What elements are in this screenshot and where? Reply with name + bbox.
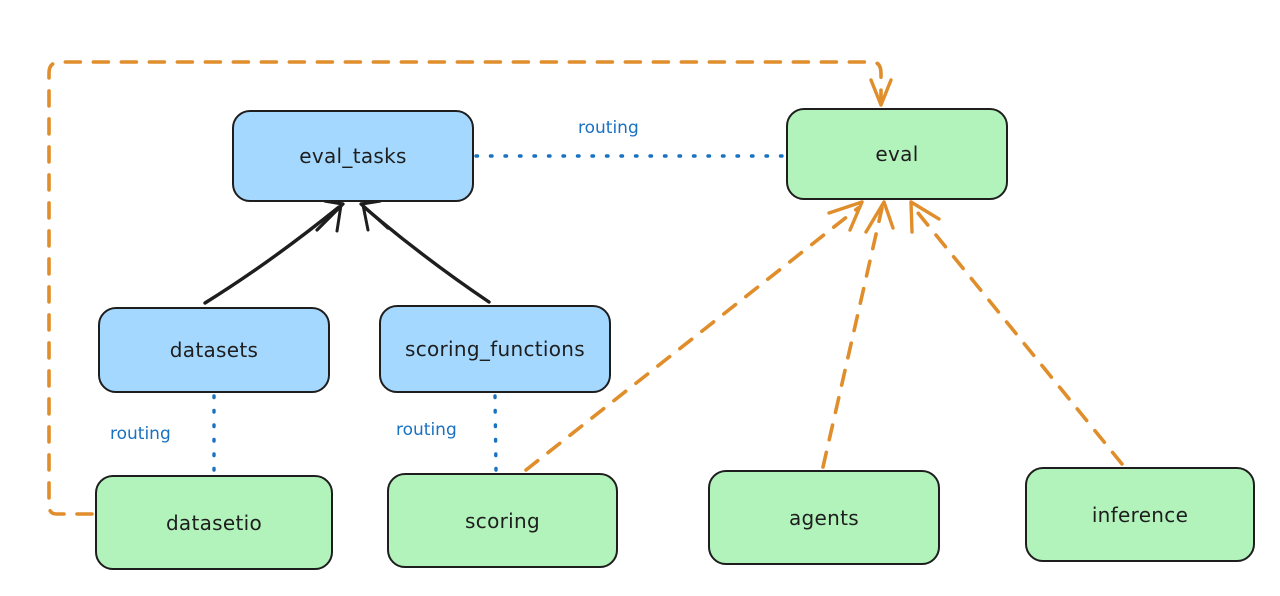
node-datasets[interactable]: datasets: [98, 307, 330, 393]
node-label-eval: eval: [875, 142, 919, 166]
node-label-inference: inference: [1091, 502, 1189, 527]
node-eval-tasks[interactable]: eval_tasks: [232, 110, 474, 202]
node-label-datasetio: datasetio: [165, 510, 263, 535]
edge-scoring-functions-to-scoring: [493, 394, 498, 473]
node-inference[interactable]: inference: [1025, 467, 1255, 562]
node-eval[interactable]: eval: [786, 108, 1008, 200]
edge-scoring-functions-to-eval-tasks: [359, 199, 491, 304]
node-agents[interactable]: agents: [708, 470, 940, 565]
node-label-eval-tasks: eval_tasks: [299, 144, 407, 168]
node-datasetio[interactable]: datasetio: [95, 475, 333, 570]
edge-inference-to-eval: [909, 200, 1124, 466]
edge-label-routing-scoring-functions: routing: [396, 420, 457, 440]
node-label-agents: agents: [789, 505, 859, 530]
node-scoring-functions[interactable]: scoring_functions: [379, 305, 611, 393]
edge-agents-to-eval: [821, 200, 895, 469]
edge-label-routing-eval-tasks: routing: [578, 118, 639, 138]
node-scoring[interactable]: scoring: [387, 473, 618, 568]
edge-datasets-to-eval-tasks: [203, 199, 345, 305]
node-label-datasets: datasets: [169, 338, 259, 362]
node-label-scoring-functions: scoring_functions: [404, 337, 586, 361]
edge-label-routing-datasets: routing: [110, 424, 171, 444]
node-label-scoring: scoring: [465, 508, 540, 533]
